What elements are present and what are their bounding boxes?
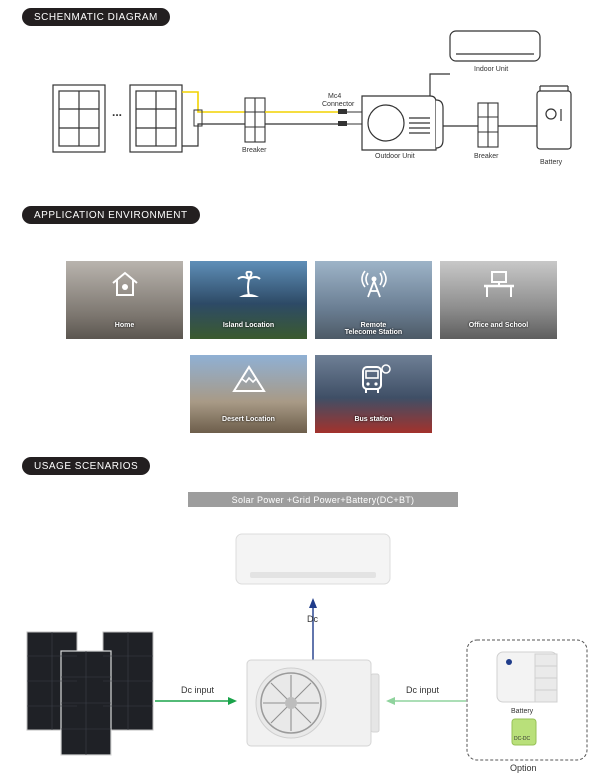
solar-panel-icon bbox=[52, 84, 106, 153]
dc-output-label: Dc bbox=[307, 614, 318, 624]
option-box bbox=[466, 639, 588, 761]
outdoor-unit-label: Outdoor Unit bbox=[375, 153, 415, 160]
section-title-application: APPLICATION ENVIRONMENT bbox=[22, 206, 200, 224]
battery-icon bbox=[496, 651, 558, 703]
section-title-schematic: SCHENMATIC DIAGRAM bbox=[22, 8, 170, 26]
ellipsis: ... bbox=[112, 105, 123, 119]
usage-banner: Solar Power +Grid Power+Battery(DC+BT) bbox=[188, 492, 458, 507]
antenna-icon bbox=[360, 270, 387, 298]
application-label: Bus station bbox=[354, 416, 393, 423]
indoor-unit-label: Indoor Unit bbox=[474, 66, 509, 73]
application-tile-telecom: Remote Telecome Station bbox=[315, 261, 432, 339]
application-label: Home bbox=[114, 322, 135, 329]
application-tile-island: Island Location bbox=[190, 261, 307, 339]
dc-input-label-left: Dc input bbox=[181, 685, 215, 695]
indoor-unit-icon bbox=[235, 533, 391, 585]
indoor-unit-icon bbox=[449, 30, 541, 62]
mountain-icon bbox=[231, 365, 266, 392]
solar-panel-icon bbox=[129, 84, 183, 153]
palm-tree-icon bbox=[236, 270, 261, 297]
application-sublabel: Telecome Station bbox=[344, 329, 403, 336]
breaker-label: Breaker bbox=[474, 153, 499, 160]
application-tile-bus: Bus station bbox=[315, 355, 432, 433]
connector-label: Mc4 bbox=[328, 93, 342, 100]
application-label: Office and School bbox=[468, 322, 529, 329]
battery-icon bbox=[536, 85, 572, 150]
battery-label: Battery bbox=[511, 708, 534, 715]
breaker-icon bbox=[477, 102, 499, 148]
converter-label: DC-DC bbox=[514, 736, 531, 742]
home-icon bbox=[111, 271, 138, 296]
option-label: Option bbox=[510, 763, 537, 773]
application-tile-office: Office and School bbox=[440, 261, 557, 339]
application-label: Remote bbox=[360, 322, 387, 329]
usage-diagram bbox=[26, 533, 588, 761]
application-tile-home: Home bbox=[66, 261, 183, 339]
section-title-usage: USAGE SCENARIOS bbox=[22, 457, 151, 475]
application-tile-desert: Desert Location bbox=[190, 355, 307, 433]
battery-label: Battery bbox=[540, 159, 563, 166]
schematic-diagram bbox=[52, 30, 572, 153]
connector-label: Connector bbox=[322, 101, 355, 108]
application-label: Island Location bbox=[222, 322, 275, 329]
breaker-label: Breaker bbox=[242, 147, 267, 154]
dc-dc-converter-icon bbox=[511, 718, 537, 746]
bus-icon bbox=[361, 364, 391, 393]
outdoor-unit-icon bbox=[361, 95, 444, 151]
application-label: Desert Location bbox=[222, 416, 275, 423]
desk-icon bbox=[483, 271, 514, 297]
dc-input-label-right: Dc input bbox=[406, 685, 440, 695]
breaker-icon bbox=[244, 97, 266, 143]
outdoor-unit-icon bbox=[246, 659, 380, 747]
solar-panel-icon bbox=[26, 631, 154, 756]
